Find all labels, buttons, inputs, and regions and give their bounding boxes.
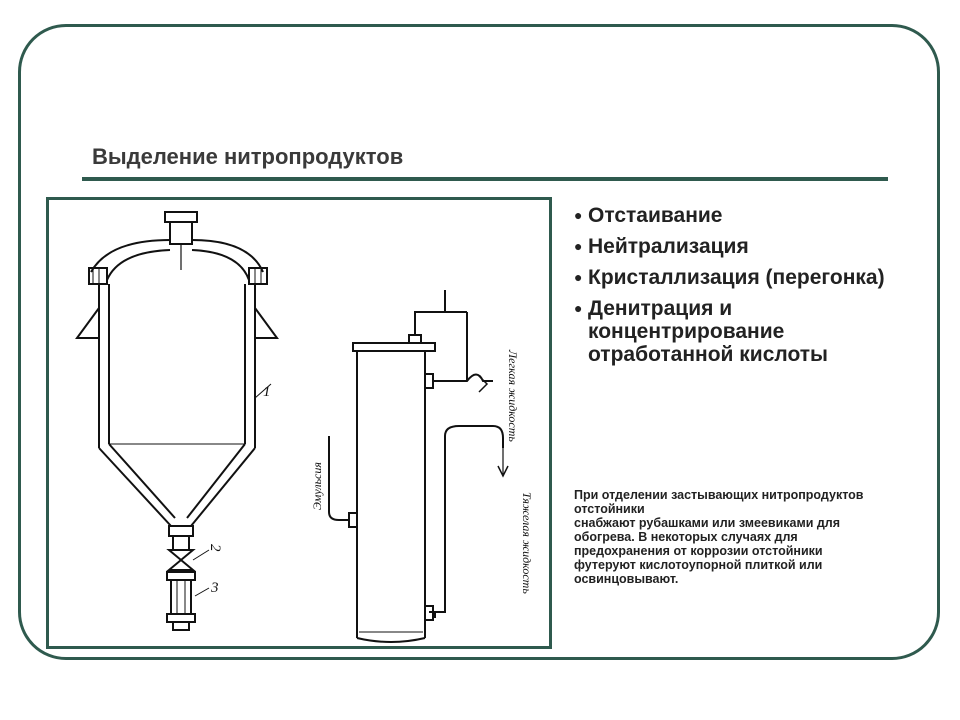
note-line-2: снабжают рубашками или змеевиками для об… bbox=[574, 516, 841, 586]
callout-3: 3 bbox=[210, 580, 219, 596]
note-line-1: При отделении застывающих нитропродуктов… bbox=[574, 488, 864, 516]
conical-settler bbox=[75, 211, 279, 631]
label-light-liquid: Легкая жидкость bbox=[506, 349, 520, 442]
settler-diagram: 1 2 3 bbox=[75, 211, 534, 643]
bullet-item: ●Кристаллизация (перегонка) bbox=[574, 266, 885, 289]
callout-1: 1 bbox=[263, 384, 271, 400]
bullet-item: ●Денитрация и концентрирование отработан… bbox=[574, 297, 828, 366]
diagram-panel: 1 2 3 bbox=[46, 197, 552, 649]
bullet-item: ●Нейтрализация bbox=[574, 235, 749, 258]
bullet-list: ●Отстаивание ●Нейтрализация ●Кристаллиза… bbox=[574, 204, 904, 374]
cylindrical-settler bbox=[328, 290, 509, 643]
slide-title: Выделение нитропродуктов bbox=[92, 144, 404, 169]
label-heavy-liquid: Тяжелая жидкость bbox=[520, 492, 534, 594]
title-underline bbox=[82, 177, 888, 181]
label-emulsion: Эмульсия bbox=[310, 462, 324, 510]
slide-frame bbox=[18, 24, 940, 660]
callout-2: 2 bbox=[207, 544, 223, 552]
bullet-item: ●Отстаивание bbox=[574, 204, 723, 227]
note-text: При отделении застывающих нитропродуктов… bbox=[574, 488, 884, 586]
